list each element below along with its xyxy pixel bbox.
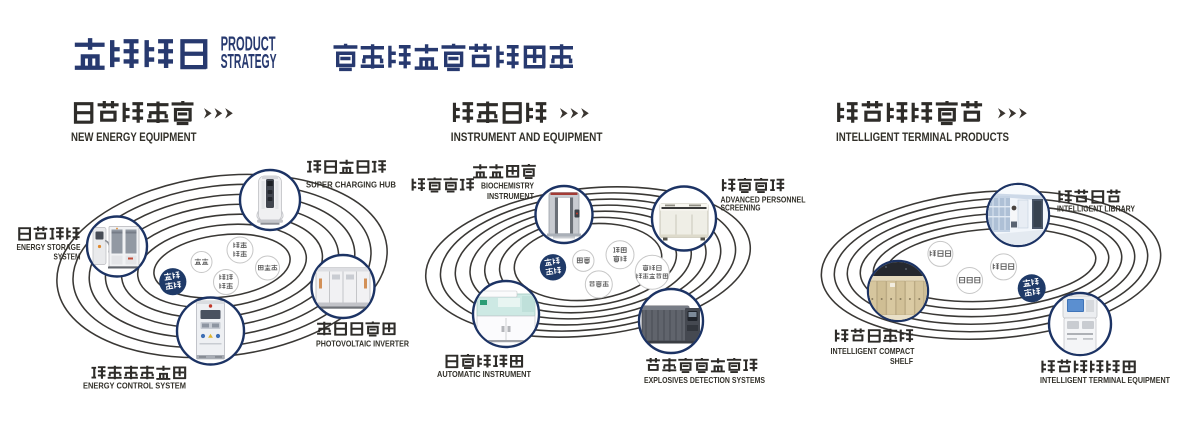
svg-text:INTELLIGENT COMPACT: INTELLIGENT COMPACT (831, 346, 916, 356)
svg-text:ENERGY CONTROL SYSTEM: ENERGY CONTROL SYSTEM (83, 381, 186, 391)
svg-text:INSTRUMENT: INSTRUMENT (487, 191, 535, 201)
svg-text:PHOTOVOLTAIC INVERTER: PHOTOVOLTAIC INVERTER (316, 339, 409, 349)
svg-text:INTELLIGENT TERMINAL PRODUCTS: INTELLIGENT TERMINAL PRODUCTS (836, 130, 1009, 144)
svg-text:INSTRUMENT AND EQUIPMENT: INSTRUMENT AND EQUIPMENT (451, 130, 603, 144)
svg-text:SCREENING: SCREENING (721, 203, 761, 213)
svg-text:ADVANCED PERSONNEL: ADVANCED PERSONNEL (721, 195, 806, 205)
svg-text:SHELF: SHELF (890, 356, 913, 366)
svg-text:NEW ENERGY EQUIPMENT: NEW ENERGY EQUIPMENT (71, 130, 197, 144)
svg-text:SUPER CHARGING HUB: SUPER CHARGING HUB (306, 180, 396, 190)
svg-text:STRATEGY: STRATEGY (221, 51, 277, 73)
svg-text:BIOCHEMISTRY: BIOCHEMISTRY (481, 181, 534, 191)
svg-text:ENERGY STORAGE: ENERGY STORAGE (17, 242, 81, 252)
svg-text:INTELLIGENT TERMINAL EQUIPMENT: INTELLIGENT TERMINAL EQUIPMENT (1040, 375, 1171, 385)
svg-text:AUTOMATIC INSTRUMENT: AUTOMATIC INSTRUMENT (437, 369, 532, 379)
svg-text:PRODUCT: PRODUCT (221, 34, 276, 56)
svg-text:EXPLOSIVES DETECTION SYSTEMS: EXPLOSIVES DETECTION SYSTEMS (644, 375, 765, 385)
svg-text:INTELLIGENT LIBRARY: INTELLIGENT LIBRARY (1057, 204, 1135, 214)
svg-text:SYSTEM: SYSTEM (54, 252, 81, 262)
